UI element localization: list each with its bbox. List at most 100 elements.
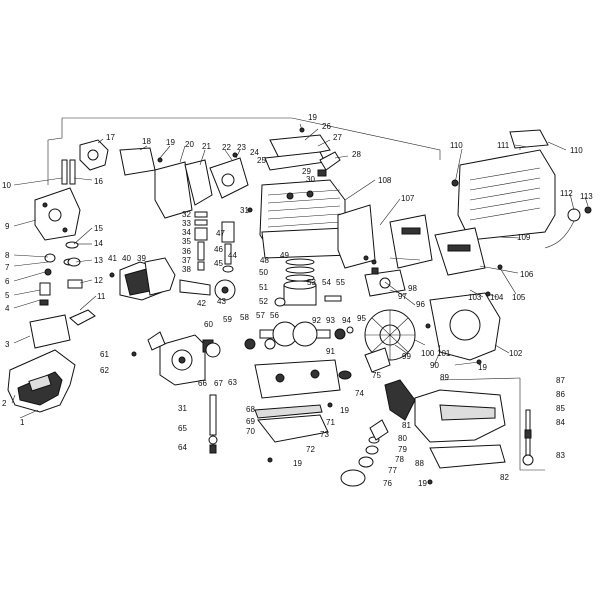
label-1: 1 (20, 418, 25, 427)
label-70: 70 (246, 427, 255, 436)
label-98: 98 (408, 284, 417, 293)
label-73: 73 (320, 430, 329, 439)
label-95: 95 (357, 314, 366, 323)
rocker-arm (179, 279, 211, 296)
label-43: 43 (217, 297, 226, 306)
label-113: 113 (580, 192, 593, 201)
label-15: 15 (94, 224, 103, 233)
label-100: 100 (421, 349, 435, 358)
label-96: 96 (416, 300, 425, 309)
recoil-starter (147, 331, 221, 386)
label-51: 51 (259, 283, 268, 292)
label-49: 49 (280, 251, 289, 260)
label-58: 58 (240, 313, 249, 322)
label-47: 47 (216, 229, 225, 238)
label-112: 112 (560, 189, 573, 198)
label-110a: 110 (450, 141, 463, 150)
air-filter-cover (7, 349, 76, 413)
carburetor-body (34, 187, 81, 241)
label-57: 57 (256, 311, 265, 320)
carburetor-top (79, 139, 109, 171)
label-88: 88 (415, 459, 424, 468)
label-71: 71 (326, 418, 335, 427)
label-79: 79 (398, 445, 407, 454)
label-106: 106 (520, 270, 534, 279)
label-17: 17 (106, 133, 115, 142)
label-48: 48 (260, 256, 269, 265)
label-42: 42 (197, 299, 206, 308)
fuel-tank (384, 379, 506, 469)
label-68: 68 (246, 405, 255, 414)
label-80: 80 (398, 434, 407, 443)
label-16: 16 (94, 177, 103, 186)
label-105: 105 (512, 293, 526, 302)
label-60: 60 (204, 320, 213, 329)
label-19f: 19 (478, 363, 487, 372)
label-40: 40 (122, 254, 131, 263)
label-59: 59 (223, 315, 232, 324)
label-99: 99 (402, 352, 411, 361)
label-44: 44 (228, 251, 237, 260)
muffler-cover (457, 129, 556, 241)
label-21: 21 (202, 142, 211, 151)
label-85: 85 (556, 404, 565, 413)
label-5: 5 (5, 291, 10, 300)
label-22: 22 (222, 143, 231, 152)
label-62: 62 (100, 366, 109, 375)
label-46: 46 (214, 245, 223, 254)
label-93: 93 (326, 316, 335, 325)
label-56: 56 (270, 311, 279, 320)
label-110b: 110 (570, 146, 583, 155)
label-33: 33 (182, 219, 191, 228)
crankcase-lower (254, 359, 341, 399)
connecting-rod (274, 295, 342, 307)
label-11: 11 (97, 292, 106, 301)
label-101: 101 (437, 349, 451, 358)
label-4: 4 (5, 304, 10, 313)
label-39: 39 (137, 254, 146, 263)
label-107: 107 (401, 194, 415, 203)
label-38: 38 (182, 265, 191, 274)
label-111: 111 (497, 141, 510, 150)
label-3: 3 (5, 340, 10, 349)
intake-gasket-bracket (119, 147, 213, 219)
label-91: 91 (326, 347, 335, 356)
leader-lines (11, 123, 589, 419)
label-31b: 31 (178, 404, 187, 413)
fuel-cap-filter (338, 370, 389, 487)
cam-gear (214, 279, 236, 301)
label-92: 92 (312, 316, 321, 325)
label-94: 94 (342, 316, 351, 325)
fan-housing (429, 292, 501, 361)
label-82: 82 (500, 473, 509, 482)
label-31a: 31 (240, 206, 249, 215)
label-97: 97 (398, 292, 407, 301)
valve-stack (194, 211, 235, 273)
label-18: 18 (142, 137, 151, 146)
label-12: 12 (94, 276, 103, 285)
label-55: 55 (336, 278, 345, 287)
label-14: 14 (94, 239, 103, 248)
label-102: 102 (509, 349, 523, 358)
label-90: 90 (430, 361, 439, 370)
muffler-accessories (451, 179, 592, 249)
label-78: 78 (395, 455, 404, 464)
part-labels: 1 2 3 4 5 6 7 8 9 10 11 12 13 14 15 16 1… (2, 113, 593, 488)
label-35: 35 (182, 237, 191, 246)
label-83: 83 (556, 451, 565, 460)
label-41: 41 (108, 254, 117, 263)
label-10: 10 (2, 181, 11, 190)
throttle-lever (522, 409, 534, 466)
label-32: 32 (182, 210, 191, 219)
label-76: 76 (383, 479, 392, 488)
ignition-coil (364, 347, 391, 373)
label-20: 20 (185, 140, 194, 149)
guide-lines (47, 117, 545, 471)
label-50: 50 (259, 268, 268, 277)
muffler-body (389, 214, 486, 276)
oil-pan (208, 394, 329, 454)
flywheel (364, 309, 416, 361)
label-19a: 19 (166, 138, 175, 147)
